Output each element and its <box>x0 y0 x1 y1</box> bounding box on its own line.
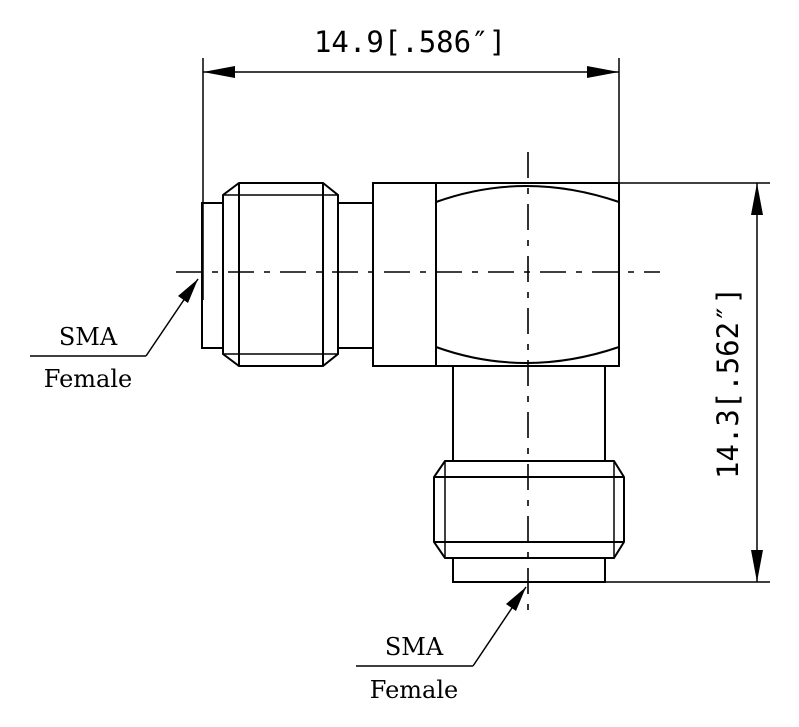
left-callout-line1: SMA <box>59 323 118 351</box>
left-callout-line2: Female <box>44 365 133 393</box>
width-dimension-label: 14.9[.586″] <box>314 25 506 59</box>
width-dimension: 14.9[.586″] <box>202 25 620 300</box>
bottom-callout-line2: Female <box>370 676 459 704</box>
bottom-callout-line1: SMA <box>385 633 444 661</box>
left-callout: SMA Female <box>30 278 199 393</box>
bottom-port <box>433 365 625 583</box>
height-dimension-label: 14.3[.562″] <box>711 287 745 479</box>
elbow-body <box>372 182 620 367</box>
left-port <box>201 182 374 367</box>
bottom-callout: SMA Female <box>356 586 527 704</box>
centerlines <box>176 152 660 610</box>
height-dimension: 14.3[.562″] <box>605 182 770 583</box>
